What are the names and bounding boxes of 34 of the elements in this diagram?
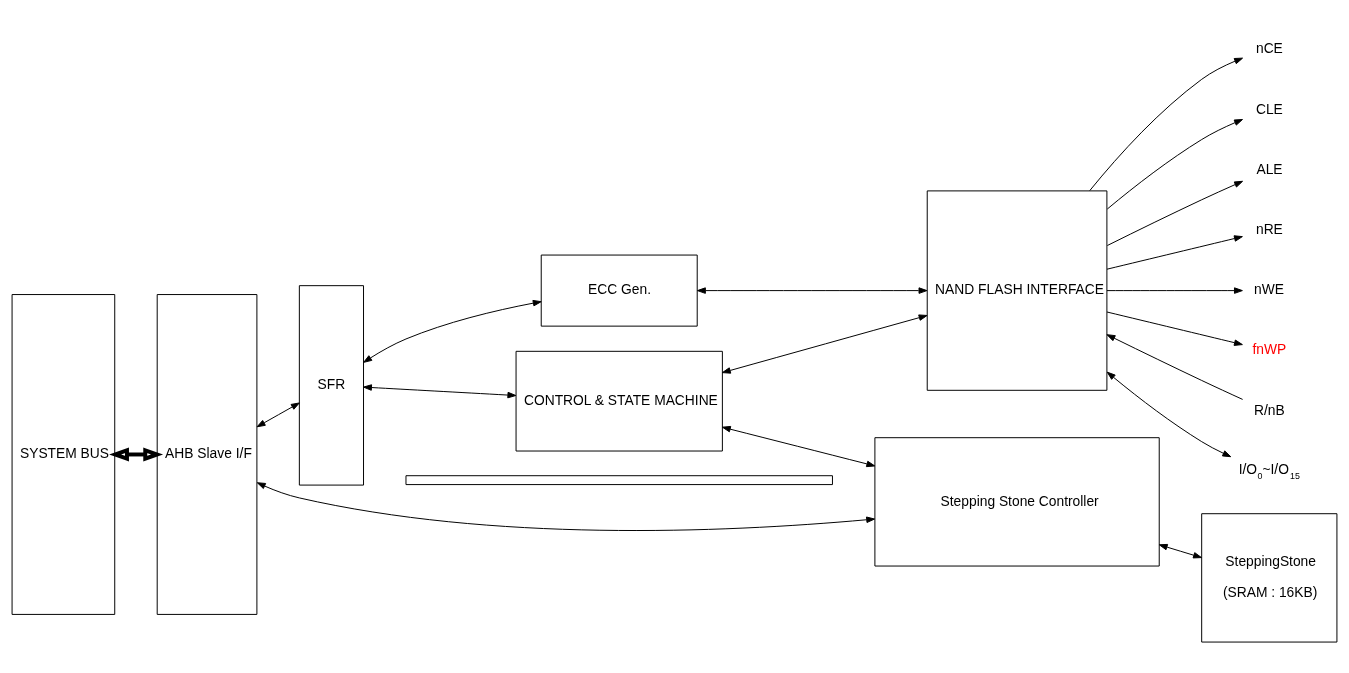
arrow	[1106, 311, 1243, 346]
node-box: SFR	[298, 284, 365, 486]
node-text: nCE	[1255, 39, 1283, 56]
arrow	[1106, 333, 1244, 400]
node-text: ALE	[1256, 160, 1283, 177]
node-text: nRE	[1255, 220, 1283, 237]
node-text: CLE	[1255, 100, 1283, 117]
arrow	[1106, 180, 1244, 246]
node-box: ECC Gen.	[540, 254, 698, 327]
node-box: SYSTEM BUS	[11, 293, 116, 615]
arrow	[256, 401, 300, 427]
node-bar	[405, 474, 833, 485]
arrow	[696, 286, 928, 294]
arrow	[1106, 118, 1243, 209]
arrow	[721, 425, 876, 467]
arrow	[363, 383, 517, 398]
arrow	[1106, 234, 1243, 270]
node-box: Stepping Stone Controller	[874, 436, 1160, 567]
node-box: CONTROL & STATE MACHINE	[515, 350, 723, 451]
node-box: NAND FLASH INTERFACE	[926, 189, 1108, 391]
arrow	[363, 299, 542, 363]
arrow	[109, 447, 164, 461]
node-text: nWE	[1254, 280, 1284, 297]
node-box: SteppingStone (SRAM : 16KB)	[1201, 512, 1338, 643]
arrow	[1089, 57, 1244, 191]
node-text: I/O$_{0}$~I/O$_{15}$	[1238, 460, 1300, 481]
arrow	[721, 313, 928, 374]
node-text: fnWP	[1252, 340, 1287, 357]
node-box: AHB Slave I/F	[156, 293, 258, 615]
node-text: R/nB	[1254, 401, 1285, 418]
arrow	[1106, 286, 1243, 294]
arrow	[256, 481, 876, 531]
arrow	[1158, 543, 1202, 558]
arrow	[1106, 371, 1232, 457]
